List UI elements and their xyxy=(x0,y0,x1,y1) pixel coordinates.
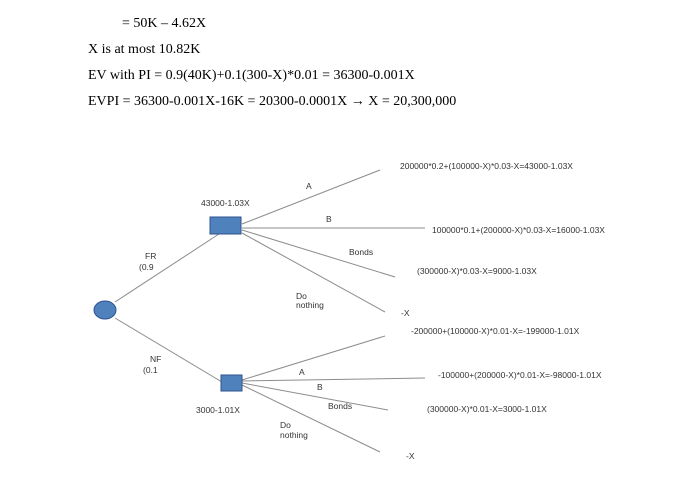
branch-upper-bonds xyxy=(241,229,396,278)
lower-node-value: 3000-1.01X xyxy=(196,405,240,415)
decision-node-upper xyxy=(209,216,242,235)
lower-payoff-do-nothing: -X xyxy=(406,451,415,461)
branch-lower-b xyxy=(241,377,426,382)
tree-branches xyxy=(114,169,426,453)
branch-lower-bonds xyxy=(241,382,389,411)
outcome-fr-label: FR xyxy=(145,251,156,261)
lower-branch-do-nothing-label-1: Do xyxy=(280,420,291,430)
lower-payoff-b: -100000+(200000-X)*0.01-X=-98000-1.01X xyxy=(438,370,602,380)
lower-branch-bonds-label: Bonds xyxy=(328,401,352,411)
chance-node xyxy=(93,300,117,320)
lower-payoff-a: -200000+(100000-X)*0.01-X=-199000-1.01X xyxy=(411,326,580,336)
equation-line-4: EVPI = 36300-0.001X-16K = 20300-0.0001X … xyxy=(88,94,457,109)
upper-payoff-do-nothing: -X xyxy=(401,308,410,318)
branch-upper-a xyxy=(241,169,381,225)
upper-payoff-b: 100000*0.1+(200000-X)*0.03-X=16000-1.03X xyxy=(432,225,605,235)
decision-node-lower xyxy=(220,374,243,392)
outcome-nf-label: NF xyxy=(150,354,161,364)
upper-branch-bonds-label: Bonds xyxy=(349,247,373,257)
outcome-nf-probability: (0.1 xyxy=(143,365,158,375)
lower-branch-b-label: B xyxy=(317,382,323,392)
branch-nf xyxy=(114,317,223,383)
equation-line-2: X is at most 10.82K xyxy=(88,42,201,57)
branch-lower-do-nothing xyxy=(241,384,381,453)
equation-line-1: = 50K – 4.62X xyxy=(122,16,207,31)
upper-branch-b-label: B xyxy=(326,214,332,224)
branch-fr xyxy=(114,231,223,303)
branch-lower-a xyxy=(241,335,386,381)
lower-branch-a-label: A xyxy=(299,367,305,377)
upper-branch-do-nothing-label-1: Do xyxy=(296,291,307,301)
lower-payoff-bonds: (300000-X)*0.01-X=3000-1.01X xyxy=(427,404,547,414)
upper-branch-a-label: A xyxy=(306,181,312,191)
upper-payoff-a: 200000*0.2+(100000-X)*0.03-X=43000-1.03X xyxy=(400,161,573,171)
upper-node-value: 43000-1.03X xyxy=(201,198,250,208)
branch-upper-do-nothing xyxy=(241,232,386,313)
outcome-fr-probability: (0.9 xyxy=(139,262,154,272)
lower-branch-do-nothing-label-2: nothing xyxy=(280,430,308,440)
upper-branch-do-nothing-label-2: nothing xyxy=(296,300,324,310)
equation-line-3: EV with PI = 0.9(40K)+0.1(300-X)*0.01 = … xyxy=(88,68,415,83)
upper-payoff-bonds: (300000-X)*0.03-X=9000-1.03X xyxy=(417,266,537,276)
